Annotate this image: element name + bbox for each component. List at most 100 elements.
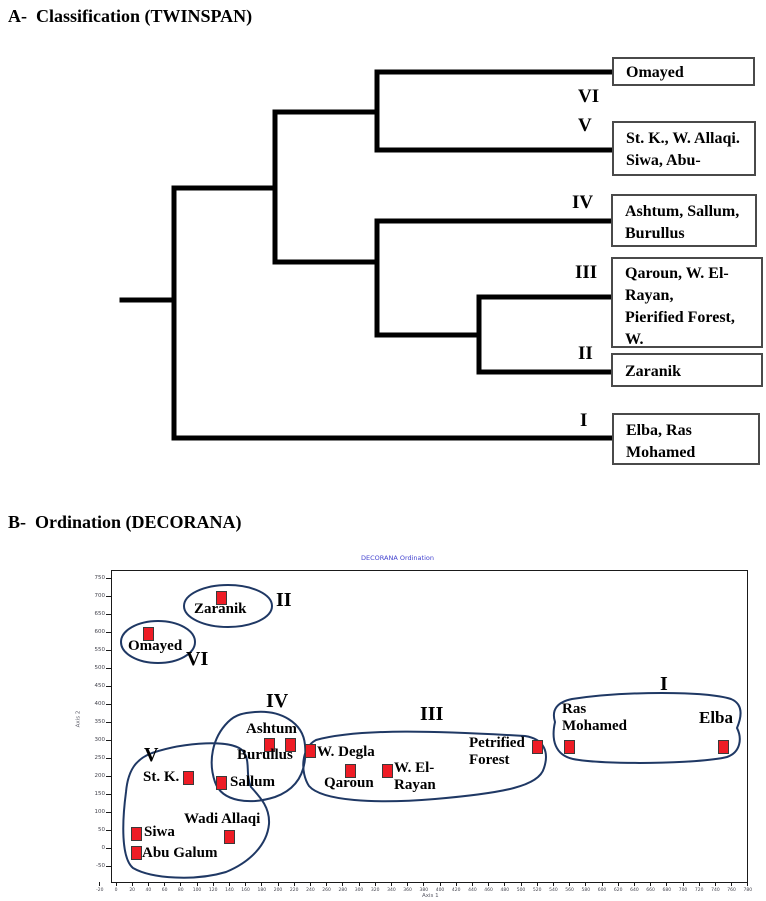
x-tick [650,882,652,886]
x-tick [115,882,117,886]
x-tick [261,882,263,886]
x-tick-label: 420 [451,888,461,893]
x-tick [147,882,149,886]
cluster-box-ii: Zaranik [611,353,763,387]
ordination-label-v: V [144,744,159,766]
data-point-wadi-allaqi [223,830,235,845]
x-tick-label: 400 [435,888,445,893]
y-tick [106,829,111,831]
x-tick [617,882,619,886]
x-tick-label: 100 [192,888,202,893]
site-label-wadi-allaqi: Wadi Allaqi [184,811,261,827]
x-tick-label: 120 [208,888,218,893]
y-tick [106,775,111,777]
data-point-petrified-forest [531,740,543,755]
y-tick [106,865,111,867]
x-tick-label: 640 [630,888,639,893]
panel-a-title: A- Classification (TWINSPAN) [8,6,253,26]
x-tick-label: 580 [581,888,591,893]
data-point-omayed [142,626,154,641]
x-tick-label: 140 [225,888,234,893]
x-tick [504,882,506,886]
y-tick-label: 500 [94,664,106,671]
x-tick [390,882,392,886]
x-tick [245,882,247,886]
y-tick-label: 100 [94,808,106,815]
x-tick-label: 320 [370,888,380,893]
y-tick-label: 400 [94,700,106,707]
data-point-siwa [130,826,142,841]
tree-label-vi: VI [578,86,600,107]
site-label-burullus: Burullus [237,747,293,763]
cluster-box-vi: Omayed [612,57,755,86]
site-label-ras-mohamed: Ras Mohamed [562,701,627,734]
x-tick [455,882,457,886]
data-point-abu-galum [130,846,142,861]
x-tick [407,882,409,886]
data-point-ashtum [264,738,276,753]
y-tick [106,649,111,651]
x-tick-label: 560 [565,888,574,893]
x-tick-label: 160 [241,888,250,893]
x-tick-label: 740 [711,888,720,893]
site-label-ashtum: Ashtum [246,721,297,737]
tree-label-ii: II [578,343,593,364]
x-tick-label: 360 [403,888,412,893]
panel-b-title: B- Ordination (DECORANA) [8,512,242,532]
x-tick [731,882,733,886]
site-label-petrified-forest: Petrified Forest [469,735,525,768]
tree-label-v: V [578,115,592,136]
x-tick [293,882,295,886]
x-tick-label: 60 [161,888,168,893]
y-tick-label: 250 [94,754,106,761]
y-tick [106,703,111,705]
data-point-burullus [284,738,296,753]
x-tick [488,882,490,886]
x-tick [552,882,554,886]
tree-label-i: I [580,410,588,431]
x-tick [342,882,344,886]
x-tick [180,882,182,886]
site-label-st-k: St. K. [143,769,180,785]
x-tick-label: 80 [177,888,184,893]
chart-title: DECORANA Ordination [360,554,434,562]
x-tick [99,882,101,886]
y-tick [106,793,111,795]
y-tick [106,757,111,759]
x-tick-label: -20 [96,888,104,893]
dendrogram-lines [119,69,615,441]
site-label-elba: Elba [699,708,734,727]
ordination-label-iii: III [420,703,444,725]
x-tick [520,882,522,886]
x-tick [212,882,214,886]
data-point-zaranik [215,590,227,605]
y-tick-label: 200 [94,772,106,779]
x-tick [439,882,441,886]
x-axis-title: Axis 1 [422,893,439,899]
y-tick-label: 300 [94,736,106,743]
x-tick [309,882,311,886]
x-tick-label: 520 [532,888,542,893]
ordination-label-vi: VI [186,648,209,670]
tree-label-iii: III [575,262,598,283]
x-tick-label: 720 [694,888,704,893]
y-tick [106,721,111,723]
x-tick [277,882,279,886]
y-tick [106,577,111,579]
x-tick [633,882,635,886]
x-tick-label: 540 [549,888,558,893]
x-tick [228,882,230,886]
y-tick [106,631,111,633]
y-tick [106,595,111,597]
y-tick [106,685,111,687]
x-tick-label: 220 [289,888,299,893]
data-point-sallum [215,776,227,791]
x-tick [131,882,133,886]
cluster-box-iv: Ashtum, Sallum, Burullus [611,194,757,247]
ordination-label-ii: II [276,589,292,611]
cluster-box-i: Elba, Ras Mohamed [612,413,760,465]
x-tick-label: 760 [727,888,736,893]
x-tick [326,882,328,886]
site-label-siwa: Siwa [144,824,175,840]
